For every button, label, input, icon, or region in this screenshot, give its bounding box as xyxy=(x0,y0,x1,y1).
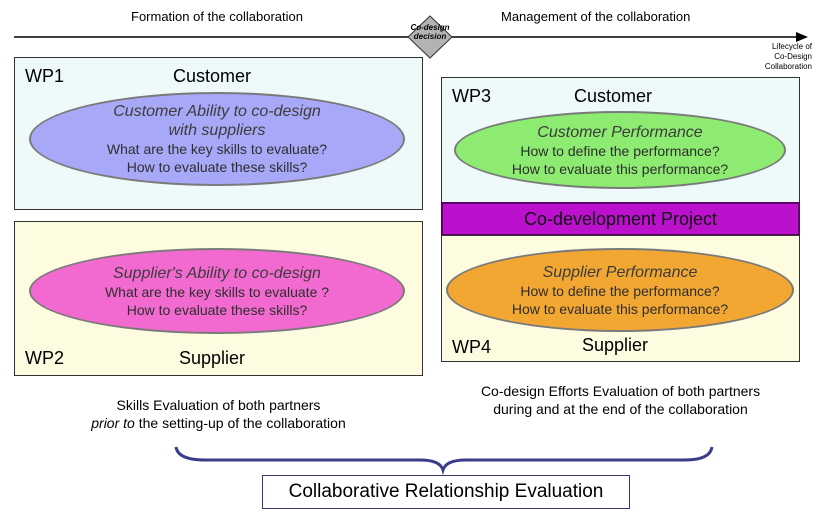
wp2-panel: Supplier's Ability to co-design What are… xyxy=(14,221,423,376)
wp1-title-line1: Customer Ability to co-design xyxy=(113,103,321,120)
wp1-title-line2: with suppliers xyxy=(168,122,266,139)
left-caption-line1: Skills Evaluation of both partners xyxy=(116,397,321,413)
wp4-panel: Supplier Performance How to define the p… xyxy=(441,235,800,362)
wp4-ellipse: Supplier Performance How to define the p… xyxy=(446,248,794,332)
left-caption: Skills Evaluation of both partners prior… xyxy=(14,396,423,432)
wp4-question-1: How to define the performance? xyxy=(520,282,720,299)
co-development-project-bar: Co-development Project xyxy=(441,202,800,236)
right-caption-line2: during and at the end of the collaborati… xyxy=(493,401,748,417)
wp4-question-2: How to evaluate this performance? xyxy=(511,300,729,317)
formation-label: Formation of the collaboration xyxy=(131,9,303,24)
wp2-title: Supplier's Ability to co-design xyxy=(113,264,321,282)
evaluation-brace xyxy=(174,446,714,476)
wp3-question-2: How to evaluate this performance? xyxy=(511,160,729,177)
wp2-tag: WP2 xyxy=(25,348,65,368)
wp3-tag: WP3 xyxy=(452,86,492,106)
wp2-ellipse: Supplier's Ability to co-design What are… xyxy=(29,248,405,334)
left-caption-line2: prior to the setting-up of the collabora… xyxy=(91,415,346,431)
wp2-question-2: How to evaluate these skills? xyxy=(126,301,308,318)
wp1-role: Customer xyxy=(173,66,252,86)
wp3-role: Customer xyxy=(574,86,653,106)
wp2-question-1: What are the key skills to evaluate ? xyxy=(104,283,330,300)
wp1-panel: WP1 Customer Customer Ability to co-desi… xyxy=(14,57,423,210)
wp3-question-1: How to define the performance? xyxy=(520,142,720,159)
wp3-title: Customer Performance xyxy=(537,123,703,141)
timeline-arrowhead xyxy=(796,32,808,42)
decision-diamond xyxy=(407,15,453,59)
right-caption: Co-design Efforts Evaluation of both par… xyxy=(441,382,800,418)
wp4-tag: WP4 xyxy=(452,337,492,357)
wp1-question-1: What are the key skills to evaluate? xyxy=(106,141,328,157)
right-caption-line1: Co-design Efforts Evaluation of both par… xyxy=(480,383,761,399)
wp3-panel: WP3 Customer Customer Performance How to… xyxy=(441,77,800,203)
wp4-role: Supplier xyxy=(582,335,649,355)
wp1-question-2: How to evaluate these skills? xyxy=(126,159,308,175)
lifecycle-label: Lifecycle of Co-Design Collaboration xyxy=(764,42,812,71)
wp1-tag: WP1 xyxy=(25,66,65,86)
wp2-role: Supplier xyxy=(179,348,246,368)
collaborative-relationship-evaluation-box: Collaborative Relationship Evaluation xyxy=(262,475,630,509)
wp1-ellipse: Customer Ability to co-design with suppl… xyxy=(29,92,405,186)
co-design-decision-label: Co-design decision xyxy=(410,23,450,41)
wp3-ellipse: Customer Performance How to define the p… xyxy=(454,111,786,189)
management-label: Management of the collaboration xyxy=(501,9,691,24)
wp4-title: Supplier Performance xyxy=(542,263,698,281)
